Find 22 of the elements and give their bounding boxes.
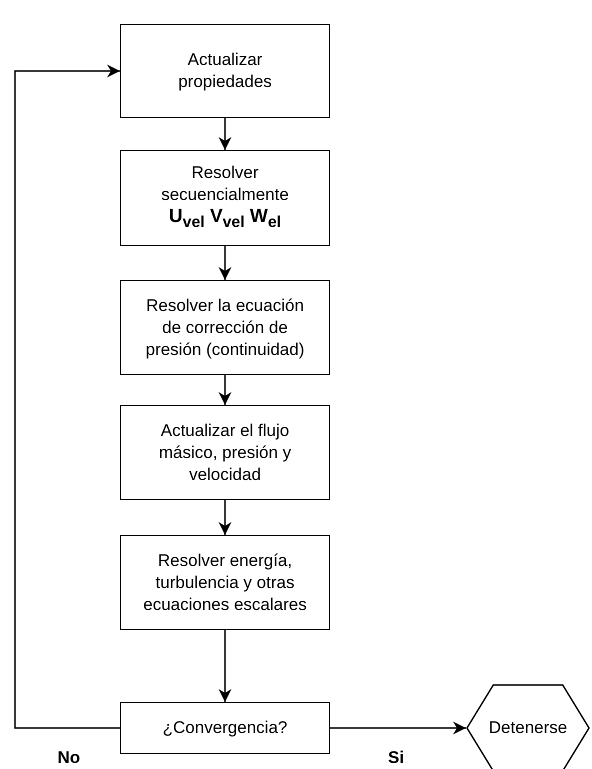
arrow [218,246,232,280]
node-label: Actualizar el flujo másico, presión y velocidad [158,420,292,486]
arrow [14,64,120,729]
node-label: U$_{vel}$ V$_{vel}$ W$_{el}$ [168,206,282,233]
arrow [330,722,466,734]
process-box [120,280,330,375]
node-label: Detenerse [488,717,568,739]
node-label: ¿Convergencia? [162,717,288,739]
arrow [218,500,232,535]
process-box [120,535,330,630]
process-box [120,24,330,118]
process-box [120,405,330,500]
node-label: Resolver la ecuación de corrección de presión (continuidad) [144,294,306,360]
node-label: Resolver energía, turbulencia y otras ecuaciones escalares [142,550,308,616]
process-box [120,702,330,754]
arrow [218,630,232,702]
node-label: Actualizar propiedades [177,49,273,93]
node-label: Resolver secuencialmente [160,162,290,206]
process-box [120,150,330,246]
arrow [218,118,232,150]
terminal-hexagon [466,684,590,769]
arrow [218,375,232,405]
